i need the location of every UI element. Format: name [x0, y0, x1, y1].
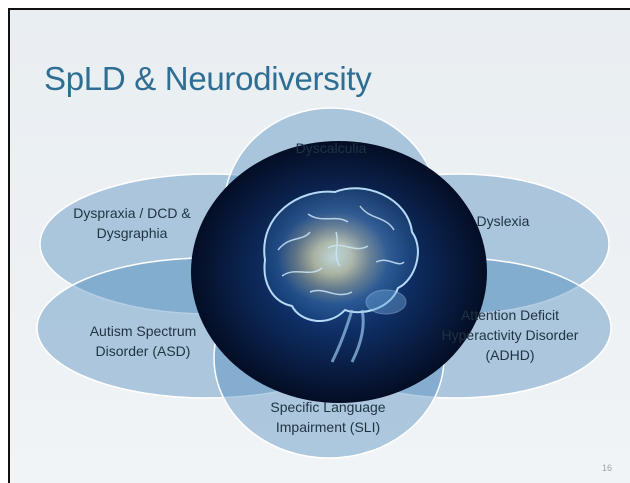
label-dyslexia-line: Dyslexia: [477, 213, 530, 229]
label-dyscalculia: Dyscalculia: [296, 140, 367, 156]
slide-title: SpLD & Neurodiversity: [44, 60, 372, 97]
label-sli-line: Specific Language: [270, 399, 385, 415]
label-adhd-line: Hyperactivity Disorder: [442, 327, 579, 343]
label-autism-line: Disorder (ASD): [96, 343, 191, 359]
label-sli-line: Impairment (SLI): [276, 419, 380, 435]
label-adhd-line: Attention Deficit: [461, 307, 559, 323]
label-adhd-line: (ADHD): [486, 347, 535, 363]
label-dyspraxia-line: Dyspraxia / DCD &: [73, 205, 191, 221]
label-dyspraxia-line: Dysgraphia: [97, 225, 168, 241]
slide-number: 16: [601, 463, 612, 473]
label-dyspraxia: Dyspraxia / DCD & Dysgraphia: [73, 205, 191, 241]
label-autism-line: Autism Spectrum: [90, 323, 197, 339]
brain-circle: [191, 141, 487, 403]
brain-icon: [263, 187, 419, 363]
label-dyscalculia-line: Dyscalculia: [296, 140, 367, 156]
label-dyslexia: Dyslexia: [477, 213, 530, 229]
